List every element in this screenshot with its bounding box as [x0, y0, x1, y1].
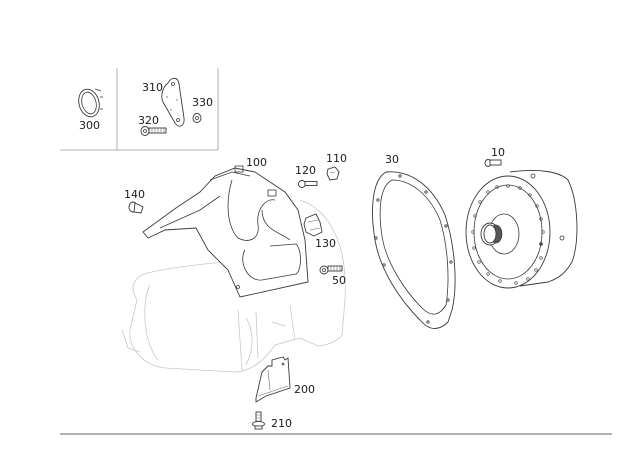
transmission-housing-outline: [121, 199, 346, 373]
cover-plate-310-icon[interactable]: [161, 77, 185, 127]
expanding-rivet-140-icon[interactable]: [128, 201, 144, 214]
screw-120-icon[interactable]: [298, 180, 318, 188]
bolt-50-icon[interactable]: [319, 265, 343, 275]
part-label-210[interactable]: 210: [271, 417, 292, 430]
part-label-130[interactable]: 130: [315, 237, 336, 250]
screw-210-icon[interactable]: [252, 411, 265, 430]
clip-130-icon[interactable]: [303, 213, 323, 237]
part-label-10[interactable]: 10: [491, 146, 505, 159]
part-label-100[interactable]: 100: [246, 156, 267, 169]
nut-110-icon[interactable]: [326, 166, 340, 181]
part-label-140[interactable]: 140: [124, 188, 145, 201]
bolt-10-icon[interactable]: [484, 159, 502, 167]
part-label-310[interactable]: 310: [142, 81, 163, 94]
inset-frame: [60, 68, 219, 151]
part-label-330[interactable]: 330: [192, 96, 213, 109]
cover-panel-100-icon[interactable]: [142, 165, 309, 298]
screw-320-icon[interactable]: [140, 126, 167, 136]
seal-ring-300-icon[interactable]: [76, 87, 103, 119]
nut-330-icon[interactable]: [192, 113, 202, 123]
part-label-30[interactable]: 30: [385, 153, 399, 166]
part-label-200[interactable]: 200: [294, 383, 315, 396]
gasket-30-icon[interactable]: [372, 171, 456, 329]
part-label-110[interactable]: 110: [326, 152, 347, 165]
part-label-120[interactable]: 120: [295, 164, 316, 177]
part-label-300[interactable]: 300: [79, 119, 100, 132]
part-label-320[interactable]: 320: [138, 114, 159, 127]
torque-converter-icon[interactable]: [465, 169, 578, 289]
part-label-50[interactable]: 50: [332, 274, 346, 287]
bracket-200-icon[interactable]: [255, 356, 291, 403]
